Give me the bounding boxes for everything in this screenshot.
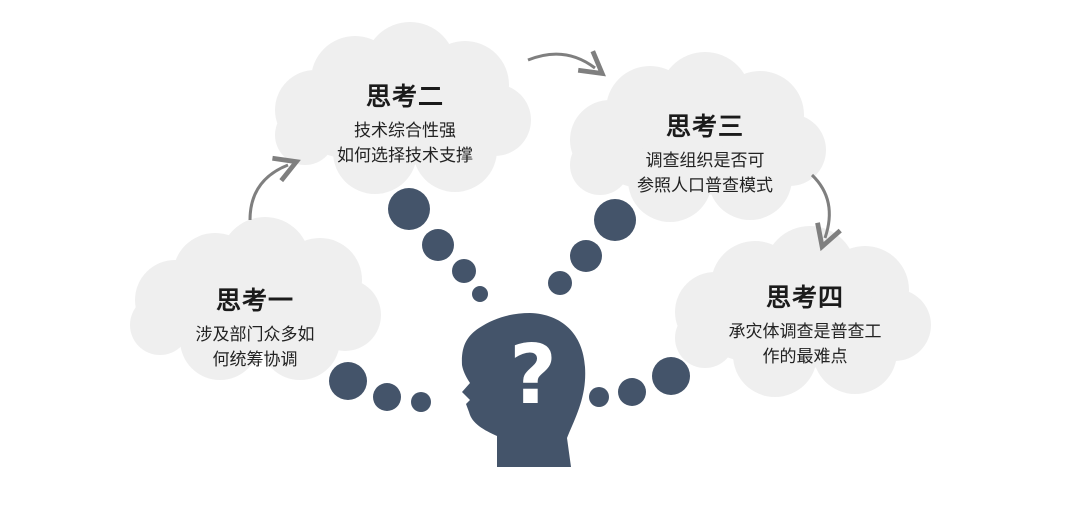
thinking-head-icon [461,313,586,467]
thought-4-line-1: 承灾体调查是普查工 [728,322,882,342]
curved-arrow-icon [248,155,301,221]
thought-3-line-2: 参照人口普查模式 [637,176,773,196]
thought-2-text: 思考二 技术综合性强 如何选择技术支撑 [310,77,500,169]
thought-dots-right [589,357,690,407]
question-mark-icon: ? [509,328,557,423]
thought-2-line-2: 如何选择技术支撑 [337,146,473,166]
thought-3-text: 思考三 调查组织是否可 参照人口普查模式 [605,107,805,199]
curved-arrow-icon [527,50,606,77]
cloud-thought-1 [130,217,381,380]
cloud-thought-3 [570,52,826,222]
thought-2-line-1: 技术综合性强 [354,121,456,141]
curved-arrow-icon [810,173,842,252]
thought-3-title: 思考三 [665,112,744,141]
cloud-thought-2 [275,22,531,194]
thought-4-title: 思考四 [765,283,844,312]
thought-4-text: 思考四 承灾体调查是普查工 作的最难点 [700,278,910,370]
thought-4-line-2: 作的最难点 [762,347,848,367]
thought-3-line-1: 调查组织是否可 [645,151,765,171]
thought-dots-upper-left [388,188,488,302]
thought-1-line-2: 何统筹协调 [212,350,298,370]
cloud-thought-4 [675,226,931,397]
thought-1-title: 思考一 [215,286,294,315]
thought-1-line-1: 涉及部门众多如 [195,325,315,345]
thought-dots-left [329,362,431,412]
thought-dots-upper-right [548,199,636,295]
thought-1-text: 思考一 涉及部门众多如 何统筹协调 [160,281,350,373]
thought-2-title: 思考二 [365,82,444,111]
